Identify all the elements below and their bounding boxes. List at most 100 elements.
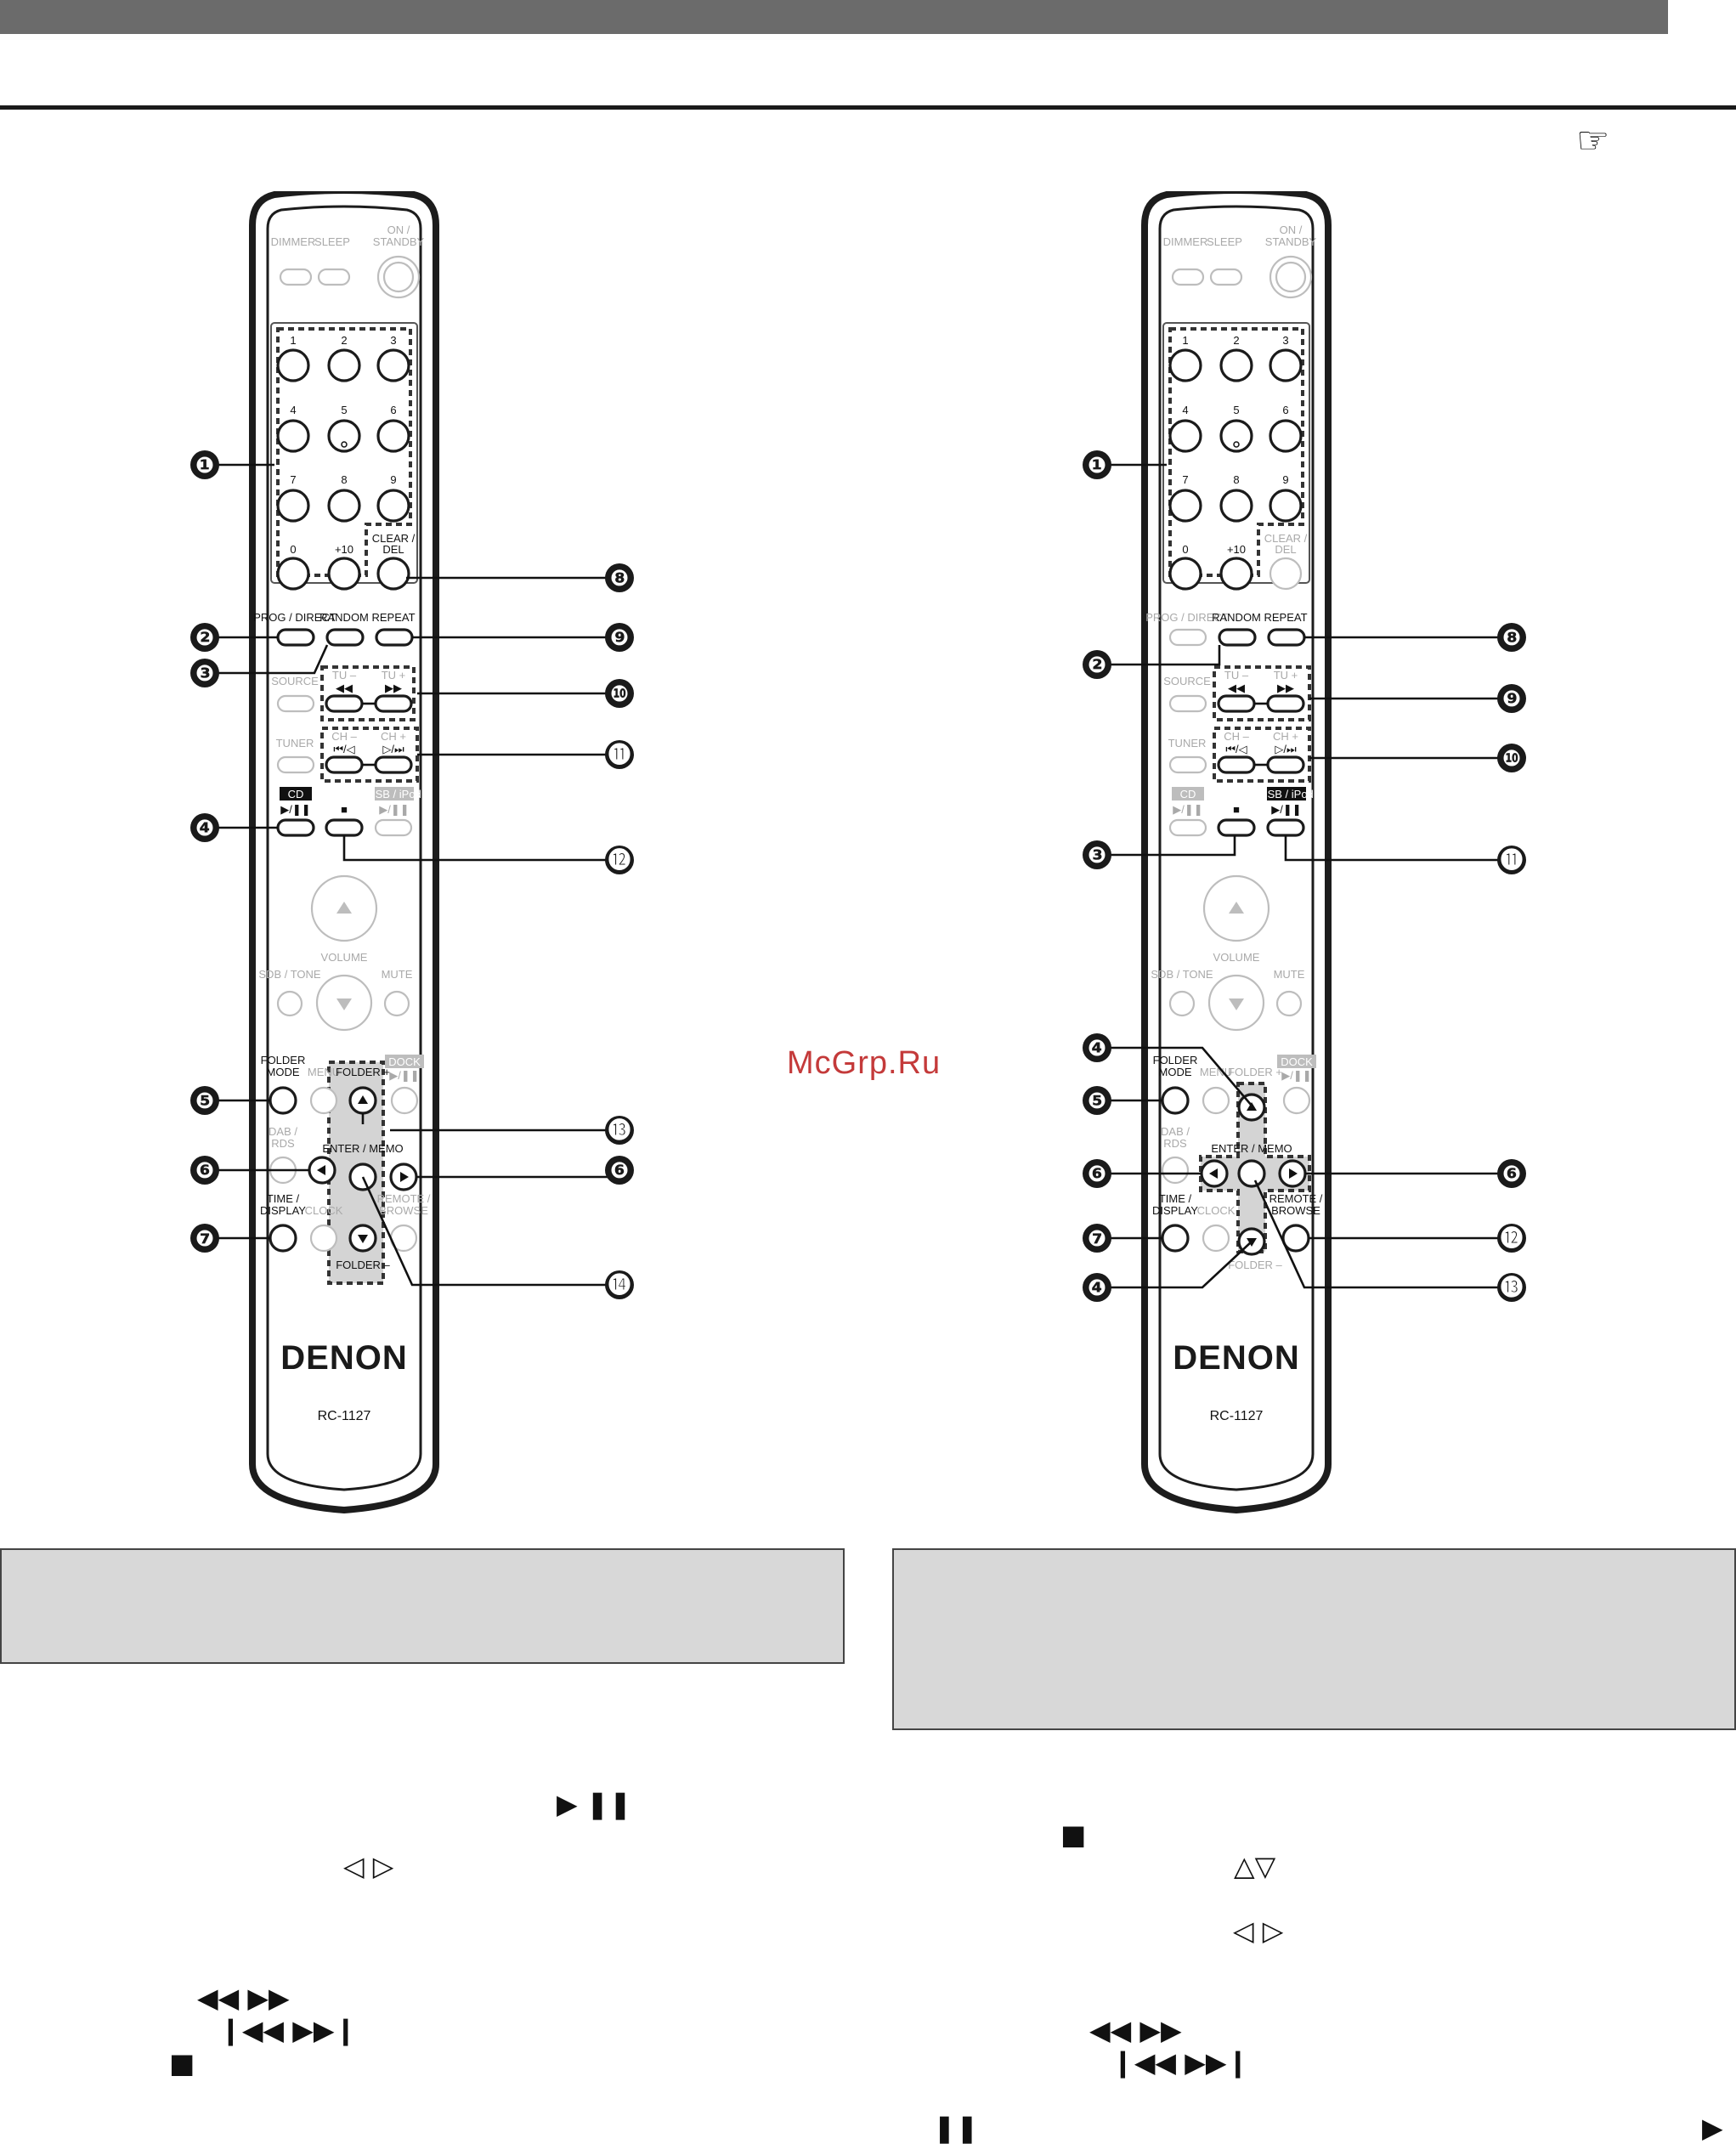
svg-text:▶/❚❚: ▶/❚❚	[389, 1069, 419, 1083]
svg-text:❻: ❻	[1502, 1161, 1521, 1186]
svg-text:SLEEP: SLEEP	[1207, 235, 1242, 248]
svg-text:+10: +10	[335, 543, 353, 556]
svg-text:CLEAR /: CLEAR /	[1264, 532, 1308, 545]
svg-text:SOURCE: SOURCE	[271, 675, 319, 687]
pointing-hand-icon: ☞	[1576, 120, 1610, 161]
svg-text:RC-1127: RC-1127	[318, 1409, 371, 1423]
svg-text:❷: ❷	[195, 625, 214, 650]
svg-text:FOLDER +: FOLDER +	[1228, 1066, 1282, 1078]
svg-text:PROG / DIRECT: PROG / DIRECT	[1145, 611, 1229, 624]
svg-text:1: 1	[290, 334, 296, 347]
svg-text:⓬: ⓬	[608, 847, 631, 873]
svg-text:▶▶: ▶▶	[385, 682, 402, 694]
left-right-open-symbol-right: ◁ ▷	[1233, 1915, 1284, 1947]
svg-text:SDB / TONE: SDB / TONE	[258, 968, 321, 981]
svg-text:⏮/◁: ⏮/◁	[1225, 743, 1247, 755]
svg-text:ON /: ON /	[387, 223, 410, 236]
svg-text:MODE: MODE	[1159, 1066, 1192, 1078]
svg-text:USB / iPod: USB / iPod	[367, 788, 421, 800]
svg-text:TU –: TU –	[332, 669, 357, 682]
svg-text:❸: ❸	[1088, 842, 1106, 868]
svg-text:TIME /: TIME /	[267, 1192, 300, 1205]
play-pause-symbol: ▶ ❚❚	[557, 1788, 632, 1820]
svg-text:RANDOM: RANDOM	[319, 611, 369, 624]
svg-text:0: 0	[1182, 543, 1188, 556]
svg-text:❻: ❻	[610, 1157, 629, 1183]
svg-text:⓭: ⓭	[608, 1117, 631, 1143]
svg-text:▶/❚❚: ▶/❚❚	[1271, 803, 1301, 817]
svg-text:PROG / DIRECT: PROG / DIRECT	[253, 611, 336, 624]
svg-text:DOCK: DOCK	[388, 1055, 421, 1068]
svg-text:9: 9	[1282, 473, 1288, 486]
header-rule	[0, 105, 1736, 110]
remote-right: DIMMER SLEEP ON / STANDBY 1 2 3 4 5 6 7 …	[1083, 191, 1526, 1514]
svg-text:ENTER / MEMO: ENTER / MEMO	[322, 1142, 403, 1155]
svg-text:❿: ❿	[610, 681, 629, 706]
svg-text:0: 0	[290, 543, 296, 556]
svg-text:MUTE: MUTE	[1274, 968, 1305, 981]
svg-text:DIMMER: DIMMER	[1163, 235, 1208, 248]
svg-text:TU –: TU –	[1224, 669, 1249, 682]
svg-text:5: 5	[1233, 404, 1239, 416]
svg-text:6: 6	[390, 404, 396, 416]
svg-text:TIME /: TIME /	[1159, 1192, 1192, 1205]
svg-text:FOLDER –: FOLDER –	[336, 1259, 390, 1271]
svg-text:❽: ❽	[610, 565, 629, 591]
svg-text:8: 8	[1233, 473, 1239, 486]
svg-text:2: 2	[1233, 334, 1239, 347]
rewind-fastforward-symbol: ◀◀ ▶▶	[197, 1982, 290, 2014]
svg-text:FOLDER: FOLDER	[1153, 1054, 1198, 1066]
watermark: McGrp.Ru	[787, 1045, 942, 1081]
svg-text:▷/⏭: ▷/⏭	[1275, 743, 1297, 755]
svg-text:SDB / TONE: SDB / TONE	[1151, 968, 1213, 981]
svg-text:CH –: CH –	[1224, 730, 1249, 743]
svg-text:RC-1127: RC-1127	[1210, 1409, 1264, 1423]
stop-symbol: ■	[169, 2047, 195, 2079]
svg-text:4: 4	[1182, 404, 1188, 416]
svg-text:❿: ❿	[1502, 745, 1521, 771]
svg-text:⓫: ⓫	[608, 742, 631, 767]
svg-text:ENTER / MEMO: ENTER / MEMO	[1211, 1142, 1292, 1155]
svg-text:ON /: ON /	[1280, 223, 1303, 236]
svg-text:▶▶: ▶▶	[1277, 682, 1294, 694]
svg-text:◀◀: ◀◀	[336, 682, 353, 694]
svg-text:CH –: CH –	[331, 730, 357, 743]
top-header-bar	[0, 0, 1668, 34]
svg-text:❽: ❽	[1502, 625, 1521, 650]
svg-text:MENU: MENU	[1200, 1066, 1232, 1078]
svg-text:DOCK: DOCK	[1281, 1055, 1313, 1068]
svg-text:REMOTE /: REMOTE /	[377, 1192, 431, 1205]
svg-text:USB / iPod: USB / iPod	[1259, 788, 1314, 800]
remote-left: DIMMER SLEEP ON / STANDBY 1 2 3 4 5 6 7 …	[190, 191, 634, 1514]
svg-text:❻: ❻	[195, 1157, 214, 1183]
svg-text:⓮: ⓮	[608, 1272, 631, 1298]
svg-text:FOLDER: FOLDER	[261, 1054, 306, 1066]
svg-text:1: 1	[1182, 334, 1188, 347]
svg-text:TU +: TU +	[382, 669, 406, 682]
svg-text:REPEAT: REPEAT	[1264, 611, 1307, 624]
svg-text:▶/❚❚: ▶/❚❚	[280, 803, 310, 817]
svg-text:⏮/◁: ⏮/◁	[333, 743, 354, 755]
svg-text:❻: ❻	[1088, 1161, 1106, 1186]
left-right-open-symbol: ◁ ▷	[343, 1850, 394, 1882]
svg-text:CH +: CH +	[1273, 730, 1298, 743]
svg-text:❺: ❺	[195, 1088, 214, 1113]
svg-text:❾: ❾	[610, 625, 629, 650]
pause-symbol: ❚❚	[933, 2112, 979, 2144]
svg-text:RDS: RDS	[1163, 1137, 1187, 1150]
rewind-fastforward-symbol-right: ◀◀ ▶▶	[1089, 2014, 1182, 2046]
svg-text:REMOTE /: REMOTE /	[1269, 1192, 1323, 1205]
svg-text:▶/❚❚: ▶/❚❚	[379, 803, 409, 817]
svg-text:CD: CD	[288, 788, 304, 800]
svg-text:❾: ❾	[1502, 686, 1521, 711]
svg-text:◀◀: ◀◀	[1228, 682, 1245, 694]
svg-text:❼: ❼	[1088, 1225, 1106, 1251]
svg-text:REPEAT: REPEAT	[371, 611, 415, 624]
svg-text:VOLUME: VOLUME	[1213, 951, 1260, 964]
svg-text:▷/⏭: ▷/⏭	[382, 743, 404, 755]
svg-text:4: 4	[290, 404, 296, 416]
svg-text:FOLDER +: FOLDER +	[336, 1066, 390, 1078]
svg-text:7: 7	[290, 473, 296, 486]
svg-text:DENON: DENON	[280, 1339, 407, 1377]
svg-text:DAB /: DAB /	[269, 1125, 297, 1138]
